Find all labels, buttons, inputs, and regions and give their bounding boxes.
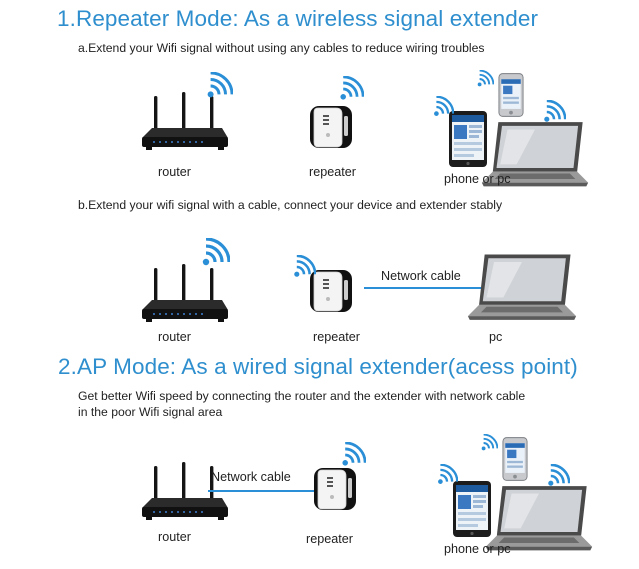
repeater-icon (310, 464, 360, 514)
section2-description-line1: Get better Wifi speed by connecting the … (78, 389, 526, 403)
router-icon (140, 90, 230, 160)
network-cable-label: Network cable (211, 470, 291, 484)
phone-icon (502, 436, 528, 482)
section2-title: 2.AP Mode: As a wired signal extender(ac… (58, 354, 578, 379)
section2-description-line2: in the poor Wifi signal area (78, 405, 223, 419)
wifi-signal-icon (432, 96, 454, 118)
wifi-signal-icon (200, 238, 230, 268)
repeater-label: repeater (313, 330, 360, 344)
devices-label: phone or pc (444, 542, 511, 556)
section1-a-description: a.Extend your Wifi signal without using … (78, 41, 485, 55)
repeater-label: repeater (306, 532, 353, 546)
router-icon (140, 262, 230, 332)
wifi-signal-icon (542, 100, 566, 124)
devices-label: phone or pc (444, 172, 511, 186)
wifi-signal-icon (480, 434, 498, 452)
wifi-signal-icon (546, 464, 570, 488)
network-cable-label: Network cable (381, 269, 461, 283)
pc-label: pc (489, 330, 503, 344)
wifi-signal-icon (292, 255, 316, 279)
wifi-signal-icon (338, 76, 364, 102)
router-label: router (158, 530, 191, 544)
phone-icon (498, 72, 524, 118)
router-label: router (158, 330, 191, 344)
repeater-icon (306, 102, 356, 152)
network-cable-line (364, 287, 492, 289)
wifi-signal-icon (436, 464, 458, 486)
router-label: router (158, 165, 191, 179)
section1-b-description: b.Extend your wifi signal with a cable, … (78, 198, 503, 212)
wifi-signal-icon (476, 70, 494, 88)
wifi-signal-icon (205, 72, 233, 100)
wifi-signal-icon (340, 442, 366, 468)
laptop-icon (466, 252, 578, 328)
section1-title: 1.Repeater Mode: As a wireless signal ex… (57, 6, 539, 31)
network-cable-line (208, 490, 314, 492)
repeater-label: repeater (309, 165, 356, 179)
